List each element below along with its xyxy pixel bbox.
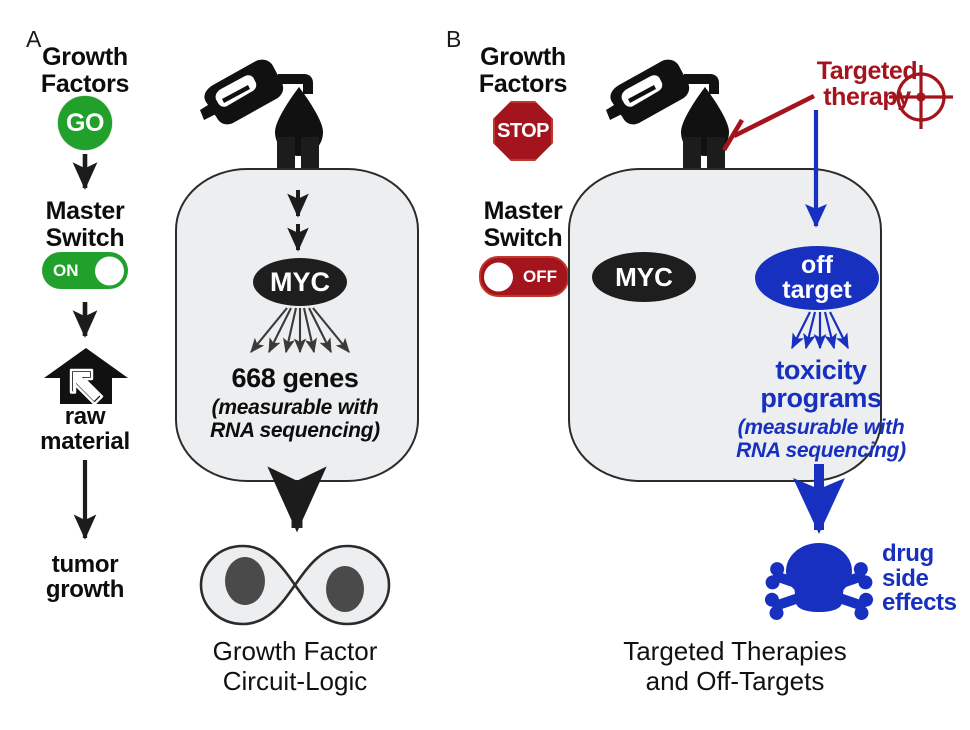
raw-material-icon <box>44 348 128 406</box>
arrow-therapy-into-cell <box>805 110 827 228</box>
arrow-go-to-master-switch <box>72 154 98 190</box>
toggle-knob <box>95 256 124 285</box>
growth-factors-text: Growth Factors <box>40 43 130 98</box>
go-badge[interactable]: GO <box>58 96 112 150</box>
arrow-receptor-to-myc <box>287 190 309 252</box>
off-target-node[interactable]: off target <box>755 246 879 310</box>
panel-a-growth-factors-label: Growth Factors <box>10 44 160 97</box>
off-target-label: off target <box>782 251 852 304</box>
toggle-track-b: OFF <box>479 256 569 297</box>
panel-a-cell <box>175 168 419 482</box>
arrow-cell-to-side-effects <box>793 464 846 535</box>
toggle-state-label: ON <box>53 260 79 280</box>
inhibition-tbar-icon <box>722 93 816 152</box>
panel-b-master-switch-label: Master Switch <box>448 198 598 251</box>
tumor-growth-label: tumor growth <box>10 552 160 603</box>
master-switch-toggle-on[interactable]: ON <box>42 252 128 289</box>
panel-a-master-switch-label: Master Switch <box>10 198 160 251</box>
growth-factors-text-b: Growth Factors <box>478 43 568 98</box>
toggle-knob-b <box>484 262 513 291</box>
myc-label: MYC <box>270 266 330 297</box>
myc-node-a[interactable]: MYC <box>253 258 347 306</box>
master-switch-text: Master Switch <box>45 197 125 252</box>
panel-b-growth-factors-label: Growth Factors <box>448 44 598 97</box>
toggle-state-label-b: OFF <box>523 266 557 286</box>
toxicity-title: toxicity programs <box>760 355 882 414</box>
crosshair-target-icon <box>889 65 953 129</box>
arrow-raw-material-to-tumor <box>73 460 97 540</box>
toggle-track: ON <box>42 252 128 289</box>
tumor-growth-text: tumor growth <box>45 551 125 604</box>
panel-b-caption: Targeted Therapies and Off-Targets <box>623 636 847 697</box>
master-switch-text-b: Master Switch <box>483 197 563 252</box>
stop-badge[interactable]: STOP <box>493 101 553 161</box>
genes-block-a: 668 genes (measurable with RNA sequencin… <box>185 364 405 443</box>
arrow-cell-to-division <box>267 466 327 533</box>
go-badge-label: GO <box>58 96 112 150</box>
genes-count-label: 668 genes <box>231 363 359 393</box>
toxicity-measurable-note: (measurable with RNA sequencing) <box>736 415 906 462</box>
arrow-switch-to-raw-material <box>72 302 98 338</box>
off-target-fan-arrows <box>791 311 849 350</box>
genes-measurable-note: (measurable with RNA sequencing) <box>210 396 380 443</box>
drug-side-effects-label: drug side effects <box>882 540 957 617</box>
myc-label-b: MYC <box>615 261 673 292</box>
skull-crossbones-icon <box>764 543 874 620</box>
master-switch-toggle-off[interactable]: OFF <box>479 256 569 297</box>
stop-badge-label: STOP <box>493 101 553 161</box>
panel-b-cell <box>568 168 882 482</box>
dividing-cell-icon <box>199 544 391 626</box>
panel-a-caption: Growth Factor Circuit-Logic <box>212 636 378 697</box>
raw-material-text: raw material <box>40 403 130 456</box>
myc-target-fan-arrows <box>250 307 350 354</box>
targeted-therapy-label: Targeted therapy <box>816 57 918 112</box>
myc-node-b[interactable]: MYC <box>592 252 696 302</box>
panel-b-letter: B <box>446 26 462 52</box>
raw-material-label: raw material <box>10 404 160 455</box>
toxicity-block: toxicity programs (measurable with RNA s… <box>712 356 930 462</box>
fuel-nozzle-icon-b <box>606 59 719 125</box>
fuel-nozzle-icon <box>200 59 313 125</box>
panel-a-letter: A <box>26 26 42 52</box>
